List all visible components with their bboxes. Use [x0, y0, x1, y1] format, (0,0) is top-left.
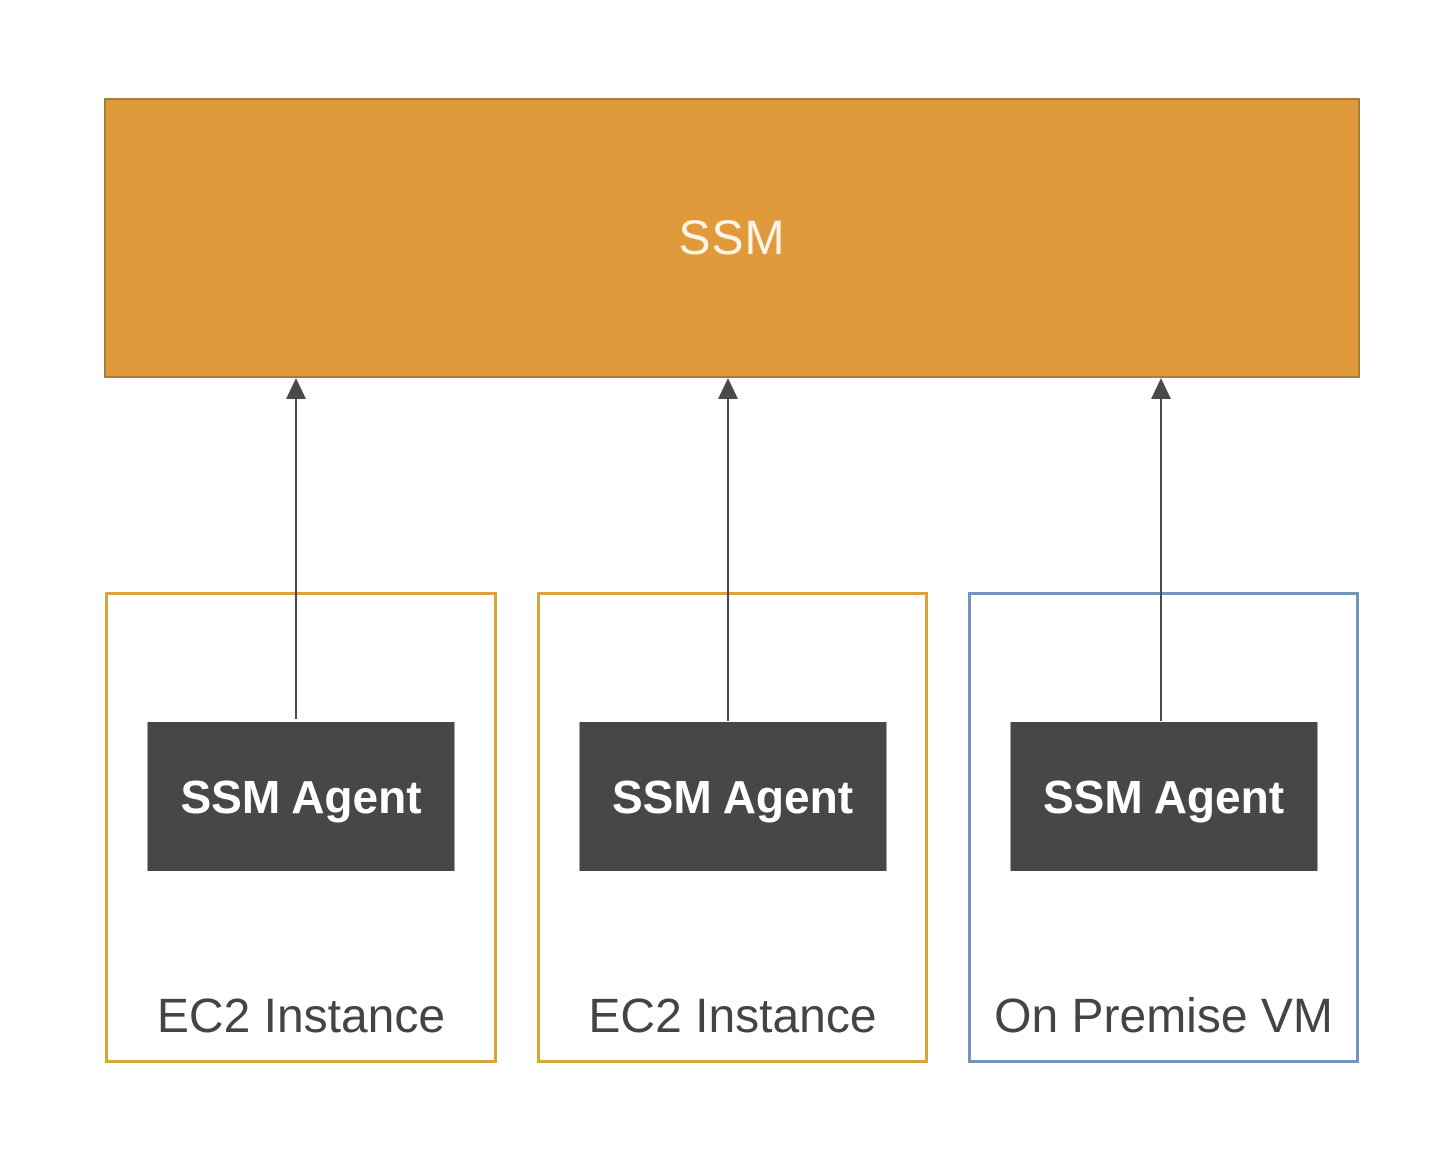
ec2-instance-2-box: SSM Agent EC2 Instance — [537, 592, 928, 1063]
ssm-agent-box-1: SSM Agent — [147, 722, 455, 871]
ec2-instance-2-label: EC2 Instance — [588, 990, 877, 1043]
ec2-instance-1-box: SSM Agent EC2 Instance — [105, 592, 497, 1063]
ssm-agent-2-label: SSM Agent — [611, 770, 854, 823]
ssm-label: SSM — [678, 211, 786, 265]
ssm-agent-3-label: SSM Agent — [1042, 770, 1285, 823]
ssm-box: SSM — [104, 98, 1360, 378]
ssm-agent-box-3: SSM Agent — [1010, 722, 1317, 871]
ssm-agent-1-label: SSM Agent — [180, 770, 422, 823]
on-premise-vm-box: SSM Agent On Premise VM — [968, 592, 1359, 1063]
ec2-instance-1-label: EC2 Instance — [156, 990, 446, 1043]
on-premise-vm-label: On Premise VM — [994, 990, 1333, 1043]
ssm-agent-box-2: SSM Agent — [579, 722, 886, 871]
